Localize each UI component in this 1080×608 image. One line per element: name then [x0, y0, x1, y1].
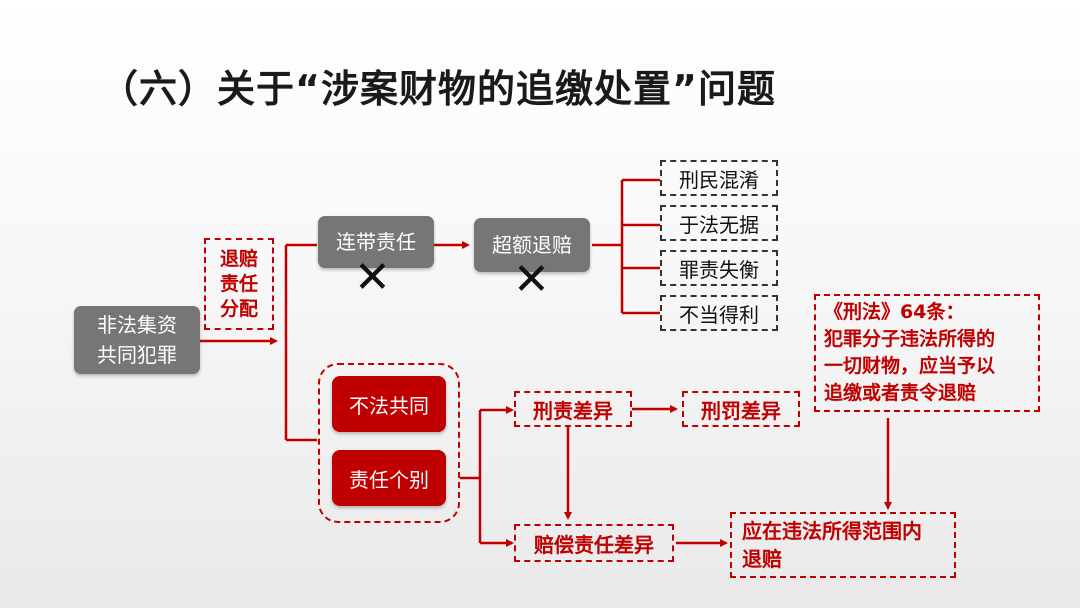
node-no-common: 不法共同 [332, 376, 446, 432]
node-joint-liability: 连带责任 [318, 216, 434, 268]
node-excess-refund: 超额退赔 [474, 218, 590, 272]
node-law-quote: 《刑法》64条： 犯罪分子违法所得的 一切财物，应当予以 追缴或者责令退赔 [814, 294, 1040, 412]
reject-mark-excess: ✕ [513, 254, 550, 305]
page-title: （六）关于“涉案财物的追缴处置”问题 [100, 67, 776, 111]
node-issue-confusion: 刑民混淆 [660, 160, 778, 196]
node-issue-unjust: 不当得利 [660, 295, 778, 331]
node-individual-liability: 责任个别 [332, 450, 446, 506]
node-issue-no-basis: 于法无据 [660, 205, 778, 241]
node-penalty-difference: 刑罚差异 [682, 391, 800, 427]
group-container [318, 363, 460, 523]
node-criminal-difference: 刑责差异 [514, 391, 632, 427]
node-compensation-difference: 赔偿责任差异 [514, 524, 674, 562]
node-scope: 应在违法所得范围内 退赔 [730, 512, 956, 578]
node-allocation: 退赔 责任 分配 [204, 238, 274, 330]
node-issue-imbalance: 罪责失衡 [660, 250, 778, 286]
node-illegal-collective: 非法集资 共同犯罪 [74, 306, 200, 374]
reject-mark-joint: ✕ [354, 252, 391, 303]
